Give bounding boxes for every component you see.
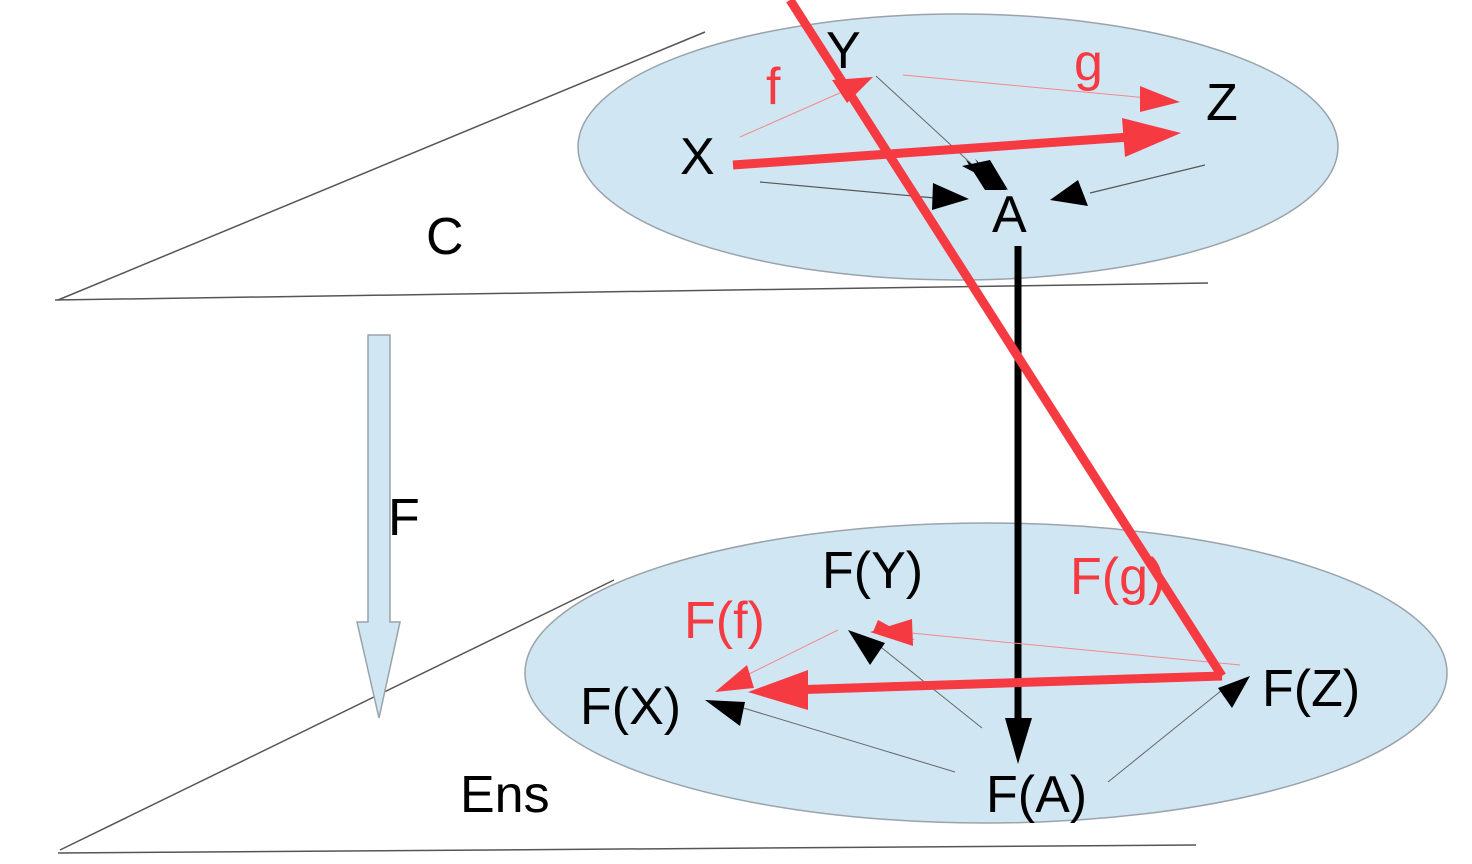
morphism-ff-label: F(f) [684, 592, 765, 650]
arrow-a-to-fa-head [1005, 718, 1032, 764]
arrow-fa-to-fy-head [848, 630, 885, 665]
object-fx-label: F(X) [580, 678, 681, 736]
morphism-fcomposite-line [786, 0, 1226, 679]
arrow-z-to-a-head [1050, 180, 1088, 206]
plane-ens [57, 579, 1197, 854]
object-fa-label: F(A) [986, 766, 1087, 824]
morphism-ff-line [744, 629, 839, 677]
arrow-fa-to-fx-line [739, 706, 956, 773]
morphism-f-line [739, 91, 843, 138]
plane-c-bottom-edge [54, 282, 1209, 301]
morphism-fcomposite-head [748, 670, 808, 710]
morphism-g-head [1140, 86, 1180, 112]
object-a-label: A [992, 186, 1027, 244]
morphism-composite-line [732, 132, 1131, 170]
object-x-label: X [680, 128, 715, 186]
plane-ens-bottom-edge [57, 844, 1197, 854]
object-fz-label: F(Z) [1262, 660, 1360, 718]
morphism-ff-head [715, 665, 754, 692]
morphism-fg-line [879, 629, 1241, 666]
object-fy-label: F(Y) [822, 542, 923, 600]
plane-c-slant-edge [57, 31, 706, 301]
arrow-z-to-a-line [1089, 164, 1206, 194]
arrow-x-to-a-head [932, 183, 969, 210]
arrow-x-to-a-line [759, 181, 936, 199]
object-z-label: Z [1206, 74, 1238, 132]
category-c-label: C [426, 208, 464, 266]
morphism-fg-label: F(g) [1070, 548, 1165, 606]
category-ens-ellipse [524, 522, 1448, 824]
morphism-composite-head [1122, 118, 1181, 157]
plane-ens-slant-edge [59, 579, 615, 851]
arrow-fa-to-fx-head [705, 700, 745, 726]
arrow-y-to-a-tip [962, 160, 1008, 190]
arrow-fa-to-fz-head [1218, 676, 1250, 708]
functor-arrow [356, 334, 401, 719]
functor-label: F [388, 489, 420, 547]
morphism-g-line [902, 74, 1149, 99]
arrow-y-to-a-line [875, 75, 979, 171]
category-ens-label: Ens [460, 766, 550, 824]
morphism-f-label: f [766, 58, 781, 116]
morphism-fg-head-fill [870, 619, 913, 646]
morphism-fcomposite-line-body [789, 671, 1223, 695]
arrow-fa-to-fz-line [1107, 689, 1223, 783]
morphism-g-label: g [1074, 34, 1103, 92]
